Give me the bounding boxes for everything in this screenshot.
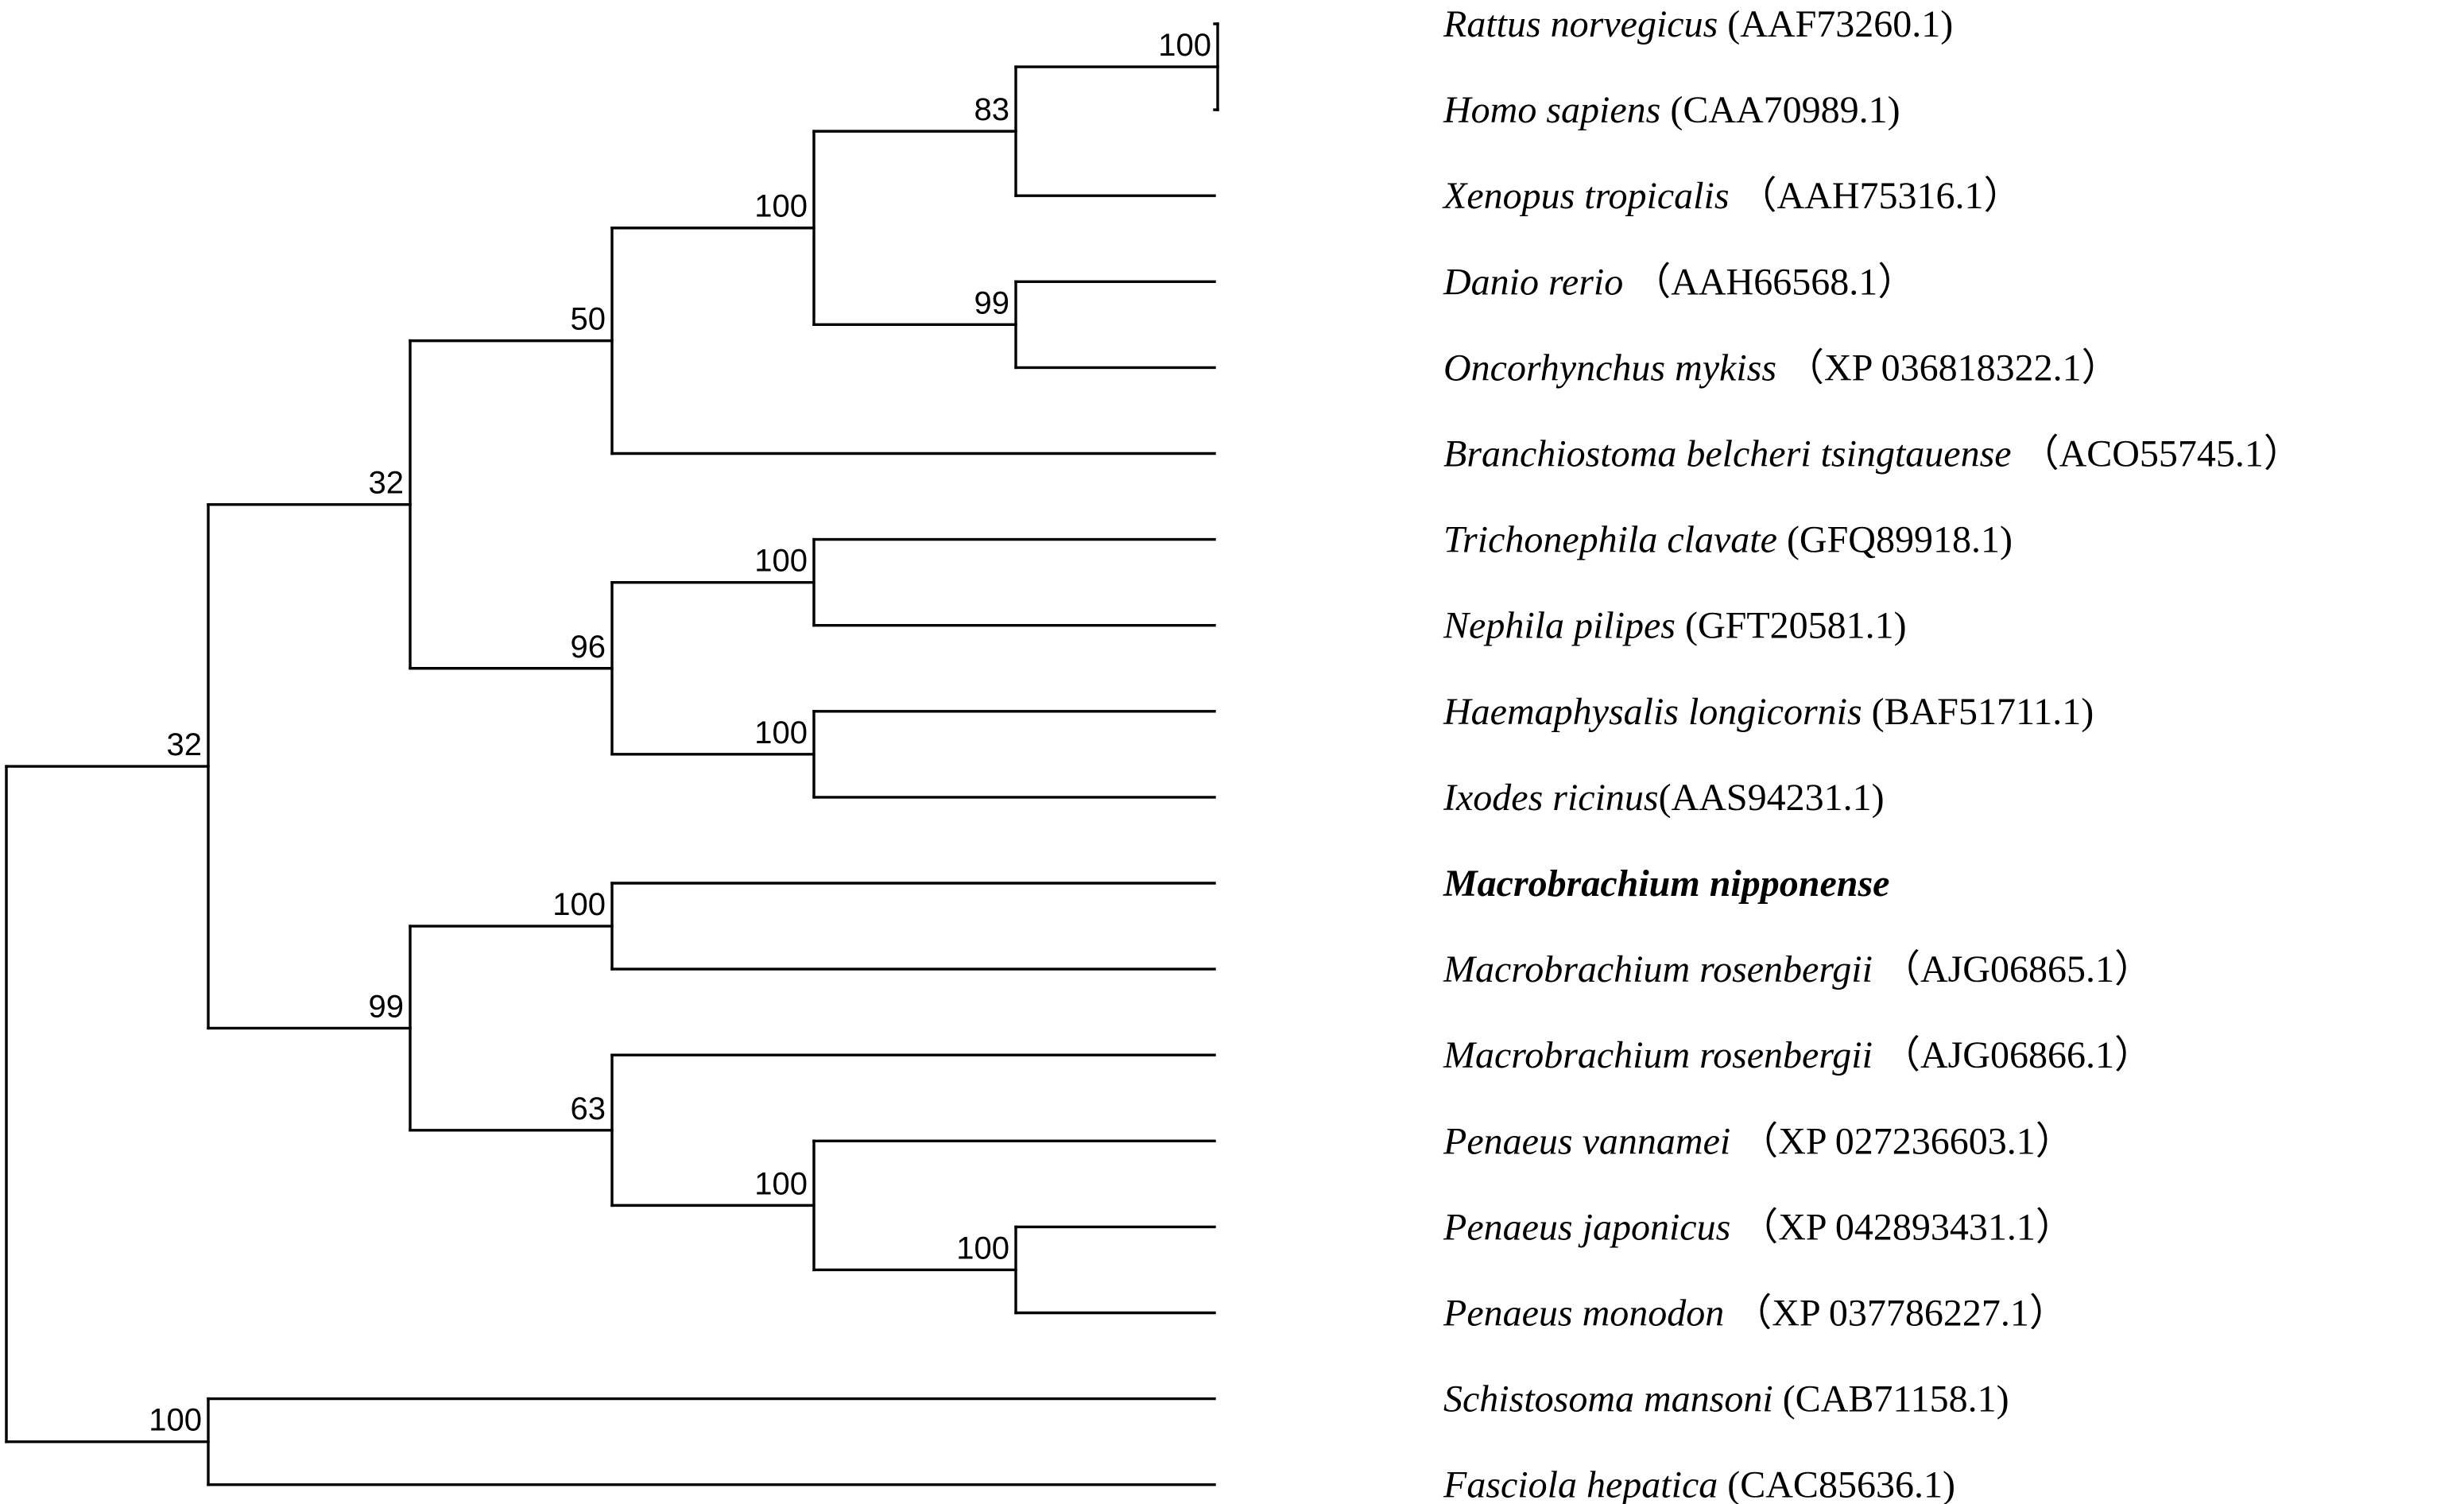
bootstrap-value: 83	[974, 92, 1010, 127]
bootstrap-value: 99	[974, 285, 1010, 320]
accession-number: （XP 036818322.1）	[1776, 347, 2120, 389]
taxon-label: Homo sapiens (CAA70989.1)	[1443, 89, 1900, 131]
species-name: Rattus norvegicus	[1443, 3, 1718, 45]
accession-number: （AJG06865.1）	[1873, 948, 2152, 990]
taxon-label: Macrobrachium rosenbergii （AJG06866.1）	[1443, 1034, 2152, 1076]
accession-number: (GFQ89918.1)	[1777, 519, 2013, 561]
species-name: Schistosoma mansoni	[1443, 1378, 1773, 1421]
bootstrap-value: 63	[571, 1091, 606, 1126]
bootstrap-value: 100	[149, 1403, 202, 1438]
taxon-label: Haemaphysalis longicornis (BAF51711.1)	[1443, 691, 2094, 733]
species-name: Branchiostoma belcheri tsingtauense	[1443, 433, 2012, 475]
species-name: Macrobrachium rosenbergii	[1443, 948, 1873, 990]
accession-number: (GFT20581.1)	[1676, 605, 1907, 647]
species-name: Homo sapiens	[1443, 89, 1660, 131]
taxon-label: Nephila pilipes (GFT20581.1)	[1443, 605, 1907, 647]
species-name: Macrobrachium nipponense	[1443, 862, 1889, 905]
bootstrap-value: 50	[571, 302, 606, 337]
species-name: Danio rerio	[1443, 261, 1623, 303]
species-name: Haemaphysalis longicornis	[1443, 691, 1862, 733]
accession-number: (AAS94231.1)	[1659, 777, 1885, 819]
accession-number: （XP 042893431.1）	[1730, 1206, 2074, 1248]
bootstrap-value: 100	[956, 1231, 1009, 1266]
accession-number: (CAA70989.1)	[1660, 89, 1900, 131]
branches	[5, 22, 1219, 1487]
species-name: Trichonephila clavate	[1443, 519, 1777, 561]
accession-number: （AJG06866.1）	[1873, 1034, 2152, 1076]
taxon-label: Fasciola hepatica (CAC85636.1)	[1443, 1464, 1955, 1504]
taxon-label: Danio rerio （AAH66568.1）	[1443, 261, 1916, 303]
species-name: Macrobrachium rosenbergii	[1443, 1034, 1873, 1076]
taxon-label: Schistosoma mansoni (CAB71158.1)	[1443, 1378, 2009, 1421]
bootstrap-value: 100	[754, 1166, 808, 1201]
taxon-label: Penaeus vannamei （XP 027236603.1）	[1443, 1120, 2074, 1162]
bootstrap-value: 100	[754, 544, 808, 579]
bootstrap-value: 32	[167, 727, 203, 762]
taxon-label: Oncorhynchus mykiss （XP 036818322.1）	[1443, 347, 2120, 389]
bootstrap-value: 100	[754, 715, 808, 750]
taxon-label: Macrobrachium nipponense	[1443, 862, 1889, 905]
taxon-label: Ixodes ricinus(AAS94231.1)	[1443, 777, 1885, 819]
bootstrap-value: 100	[1158, 28, 1211, 63]
species-name: Penaeus vannamei	[1443, 1120, 1730, 1162]
taxon-label: Macrobrachium rosenbergii （AJG06865.1）	[1443, 948, 2152, 990]
accession-number: （ACO55745.1）	[2012, 433, 2302, 475]
bootstrap-value: 96	[571, 630, 606, 665]
accession-number: （XP 037786227.1）	[1724, 1293, 2067, 1335]
species-name: Ixodes ricinus	[1443, 777, 1659, 819]
taxon-label: Rattus norvegicus (AAF73260.1)	[1443, 3, 1953, 45]
taxon-label: Penaeus monodon （XP 037786227.1）	[1443, 1293, 2067, 1335]
bootstrap-value: 32	[369, 466, 405, 501]
species-name: Oncorhynchus mykiss	[1443, 347, 1776, 389]
bootstrap-value: 100	[754, 189, 808, 224]
species-name: Nephila pilipes	[1443, 605, 1676, 647]
bootstrap-value: 99	[369, 989, 405, 1024]
accession-number: (BAF51711.1)	[1862, 691, 2094, 733]
taxon-labels: Rattus norvegicus (AAF73260.1) Homo sapie…	[1442, 3, 2302, 1504]
taxon-label: Branchiostoma belcheri tsingtauense （ACO…	[1443, 433, 2302, 475]
accession-number: （AAH75316.1）	[1730, 175, 2022, 217]
species-name: Xenopus tropicalis	[1442, 175, 1730, 217]
species-name: Penaeus monodon	[1443, 1293, 1724, 1335]
bootstrap-value: 100	[552, 887, 606, 922]
taxon-label: Trichonephila clavate (GFQ89918.1)	[1443, 519, 2013, 561]
accession-number: （AAH66568.1）	[1623, 261, 1916, 303]
species-name: Penaeus japonicus	[1443, 1206, 1730, 1248]
accession-number: (CAC85636.1)	[1718, 1464, 1955, 1504]
taxon-label: Penaeus japonicus （XP 042893431.1）	[1443, 1206, 2074, 1248]
species-name: Fasciola hepatica	[1443, 1464, 1718, 1504]
accession-number: （XP 027236603.1）	[1730, 1120, 2074, 1162]
bootstrap-values: 32 32 50 100 83 100 99 96 100 100 99 100 63 100 100 100	[149, 28, 1211, 1438]
accession-number: (CAB71158.1)	[1773, 1378, 2009, 1421]
accession-number: (AAF73260.1)	[1718, 3, 1953, 45]
taxon-label: Xenopus tropicalis （AAH75316.1）	[1442, 175, 2022, 217]
